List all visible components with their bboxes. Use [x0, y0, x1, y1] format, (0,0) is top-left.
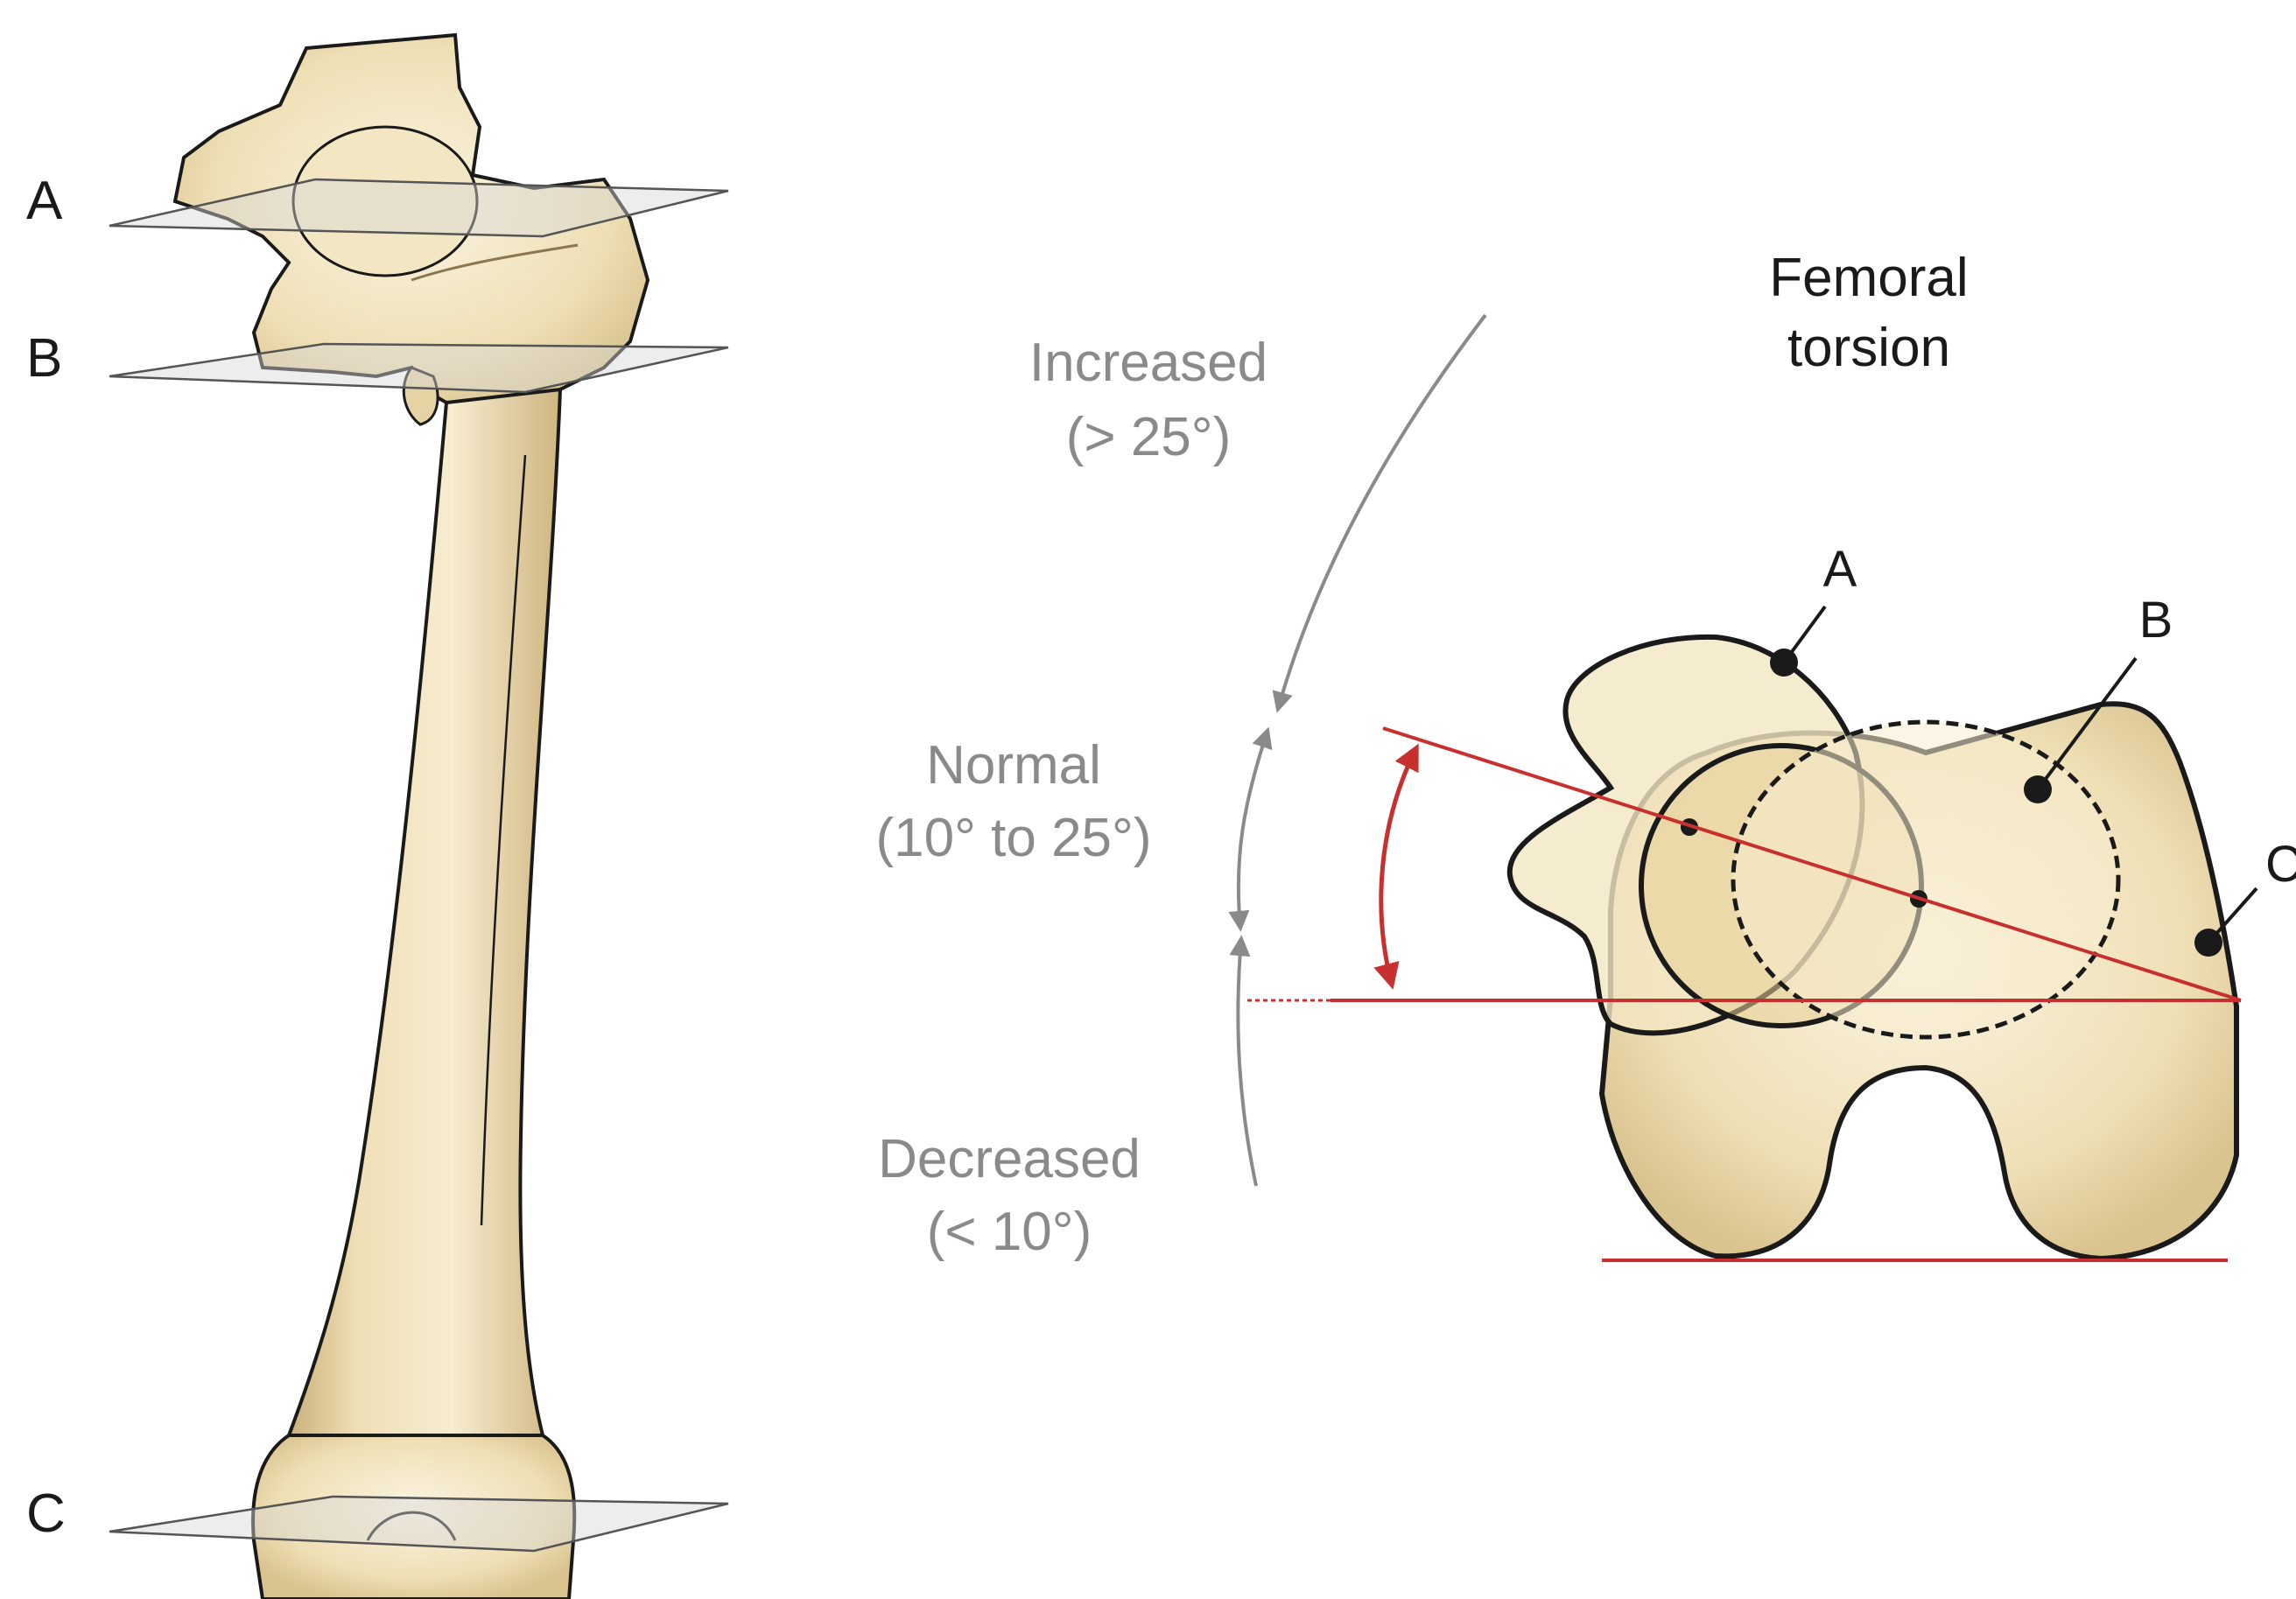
callout-a-label: A [1823, 541, 1857, 598]
plane-c-label: C [26, 1483, 66, 1544]
decreased-range: (< 10°) [927, 1202, 1092, 1262]
normal-label: Normal [926, 735, 1101, 796]
plane-c [109, 1497, 728, 1551]
increased-arc-arrow [1278, 315, 1485, 709]
mid-section-outline [1733, 722, 2118, 1037]
decreased-arc-arrow [1238, 939, 1256, 1186]
increased-label: Increased [1029, 333, 1267, 393]
normal-range: (10° to 25°) [876, 808, 1152, 868]
decreased-label: Decreased [878, 1129, 1141, 1189]
callout-b-dot [2024, 775, 2052, 803]
torsion-angle-arc [1381, 748, 1416, 985]
plane-b-label: B [26, 328, 62, 389]
femur-illustration: A B C [26, 35, 728, 1599]
title-line-1: Femoral [1769, 248, 1968, 308]
plane-a-label: A [26, 171, 63, 231]
torsion-scale: Increased (> 25°) Normal (10° to 25°) De… [876, 315, 1485, 1262]
cross-section-overlay: A B C [1247, 541, 2296, 1260]
callout-b-label: B [2139, 592, 2173, 649]
increased-range: (> 25°) [1066, 407, 1231, 467]
callout-a-dot [1770, 649, 1798, 677]
title-line-2: torsion [1787, 318, 1950, 378]
normal-arc-arrow [1239, 731, 1267, 928]
callout-c-label: C [2265, 836, 2296, 893]
plane-b [109, 344, 728, 392]
callout-c-dot [2194, 929, 2222, 957]
